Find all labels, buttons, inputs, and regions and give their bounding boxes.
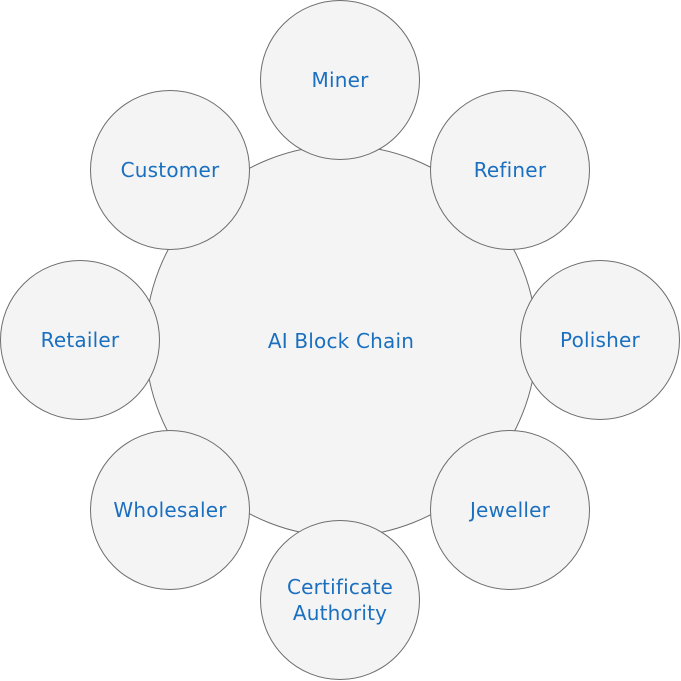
node-label-refiner: Refiner [473,158,547,182]
node-jeweller: Jeweller [430,430,590,590]
node-retailer: Retailer [0,260,160,420]
node-customer: Customer [90,90,250,250]
node-label-wholesaler: Wholesaler [113,498,227,522]
node-refiner: Refiner [430,90,590,250]
node-label-customer: Customer [120,158,220,182]
node-label-retailer: Retailer [40,328,120,352]
node-miner: Miner [260,0,420,160]
node-label-certificate-authority: Certificate Authority [286,575,394,625]
node-wholesaler: Wholesaler [90,430,250,590]
node-polisher: Polisher [520,260,680,420]
node-label-miner: Miner [311,68,369,92]
node-label-polisher: Polisher [560,328,640,352]
node-label-jeweller: Jeweller [469,498,551,522]
center-label: AI Block Chain [267,329,415,353]
node-certificate-authority: Certificate Authority [260,520,420,680]
